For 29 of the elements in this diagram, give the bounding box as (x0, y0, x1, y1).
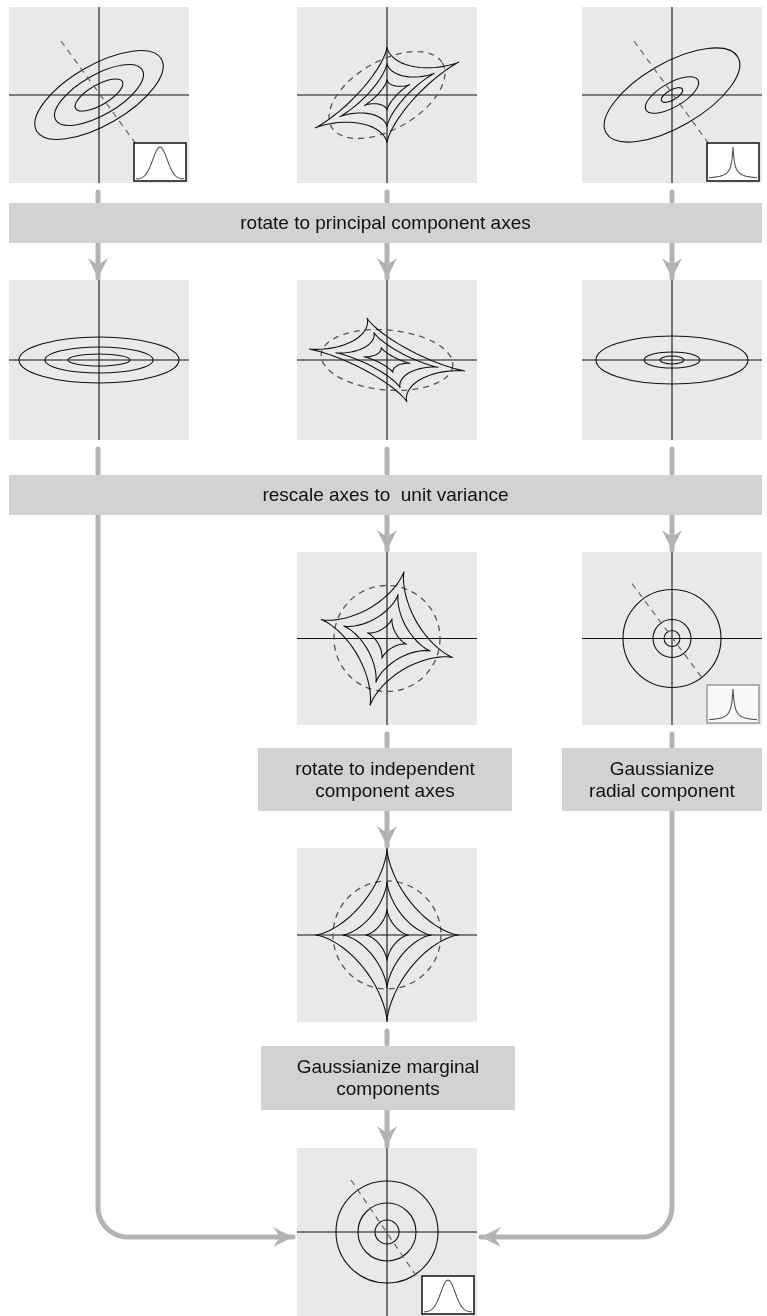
connector-line (669, 189, 675, 204)
step-label: rotate to independent component axes (294, 757, 476, 802)
step-band (261, 1046, 515, 1110)
connector-line (95, 446, 101, 476)
contour-plot-drawing (297, 1148, 477, 1316)
contour-plot-drawing (297, 7, 477, 183)
contour-plot-drawing (9, 7, 189, 183)
step-band (562, 748, 762, 811)
contour-plot-drawing (582, 280, 762, 440)
connector-line (669, 731, 675, 749)
step-band (258, 748, 512, 811)
connector-line (95, 189, 101, 204)
connector-line (384, 189, 390, 204)
step-label: Gaussianize radial component (588, 757, 736, 802)
connector-line (384, 1028, 390, 1047)
contour-plot-drawing (582, 7, 762, 183)
step-band (9, 203, 762, 243)
step-band (9, 475, 762, 515)
contour-plot-drawing (9, 280, 189, 440)
step-label: rotate to principal component axes (240, 212, 531, 234)
connector-line (669, 446, 675, 476)
step-label: Gaussianize marginal components (295, 1056, 481, 1100)
contour-plot-drawing (297, 280, 477, 440)
contour-plot-drawing (297, 552, 477, 725)
connector-line (384, 446, 390, 476)
contour-plot-drawing (297, 848, 477, 1022)
step-label: rescale axes to unit variance (262, 484, 509, 506)
contour-plot-drawing (582, 552, 762, 725)
connector-line (384, 731, 390, 749)
